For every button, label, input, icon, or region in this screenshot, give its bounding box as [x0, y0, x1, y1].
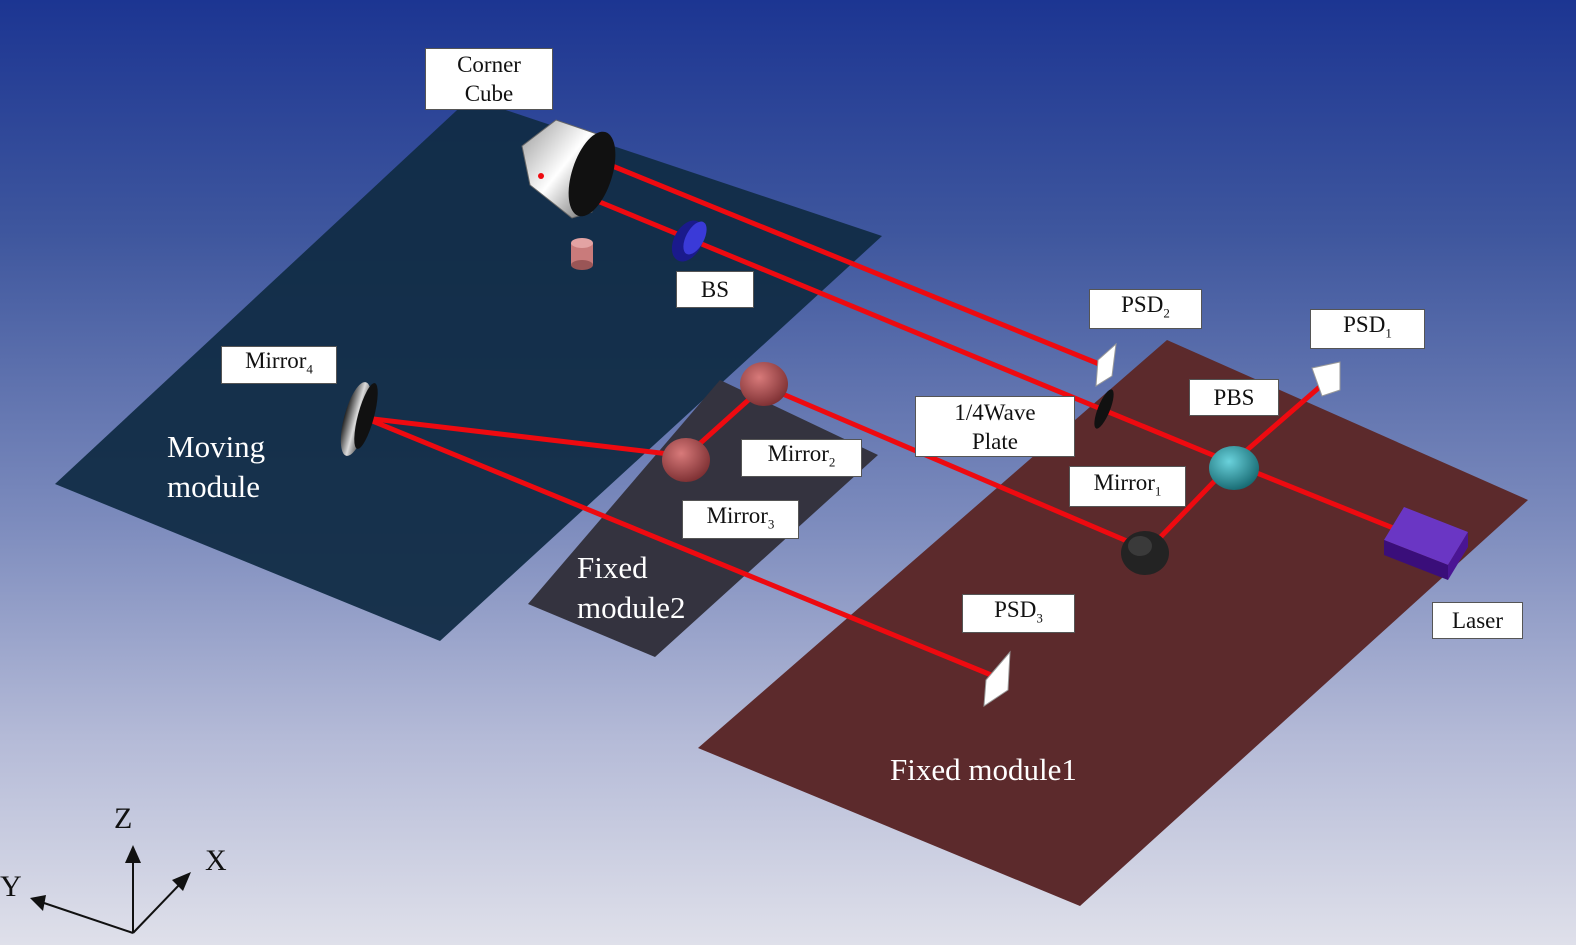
polarizing-beam-splitter — [1209, 446, 1259, 490]
psd3-sensor — [983, 650, 1011, 707]
laser-source — [1384, 507, 1468, 580]
beam-mirror4-psd3 — [362, 415, 999, 680]
label-corner-cube: Corner Cube — [425, 48, 553, 110]
beam-mirror3-mirror4 — [362, 415, 689, 459]
fixed-module1-plate — [698, 340, 1528, 906]
label-mirror3: Mirror3 — [682, 500, 799, 539]
mirror2 — [740, 362, 788, 406]
fixed-module1-label: Fixed module1 — [890, 752, 1077, 787]
label-psd3: PSD3 — [962, 594, 1075, 633]
beam-pbs-laser — [1229, 460, 1421, 541]
axis-z-label: Z — [114, 802, 133, 835]
axis-y-label: Y — [0, 870, 22, 903]
label-mirror1: Mirror1 — [1069, 466, 1186, 507]
corner-cube — [521, 119, 616, 219]
beam-splitter — [671, 220, 707, 262]
beam-cornercube-psd2 — [602, 160, 1107, 369]
label-quarter-wave-plate: 1/4Wave Plate — [915, 396, 1075, 457]
axis-x-label: X — [205, 844, 227, 877]
mirror4 — [340, 382, 378, 456]
small-cylinder — [571, 238, 593, 270]
psd2-sensor — [1095, 342, 1117, 387]
beam-mirror1-mirror2 — [761, 383, 1151, 553]
psd1-sensor — [1311, 361, 1341, 397]
moving-module-label: Moving module — [167, 429, 266, 504]
label-mirror4: Mirror4 — [221, 346, 337, 384]
label-psd1: PSD1 — [1310, 309, 1425, 349]
label-mirror2: Mirror2 — [741, 439, 862, 477]
label-pbs: PBS — [1189, 379, 1279, 416]
label-psd2: PSD2 — [1089, 289, 1202, 329]
mirror3 — [662, 438, 710, 482]
mirror1 — [1121, 531, 1169, 575]
label-bs: BS — [676, 271, 754, 308]
coordinate-axes — [30, 845, 191, 934]
label-laser: Laser — [1432, 602, 1523, 639]
fixed-module2-label: Fixed module2 — [577, 550, 686, 625]
beam-pbs-psd1 — [1229, 375, 1333, 466]
quarter-wave-plate — [1094, 389, 1114, 429]
